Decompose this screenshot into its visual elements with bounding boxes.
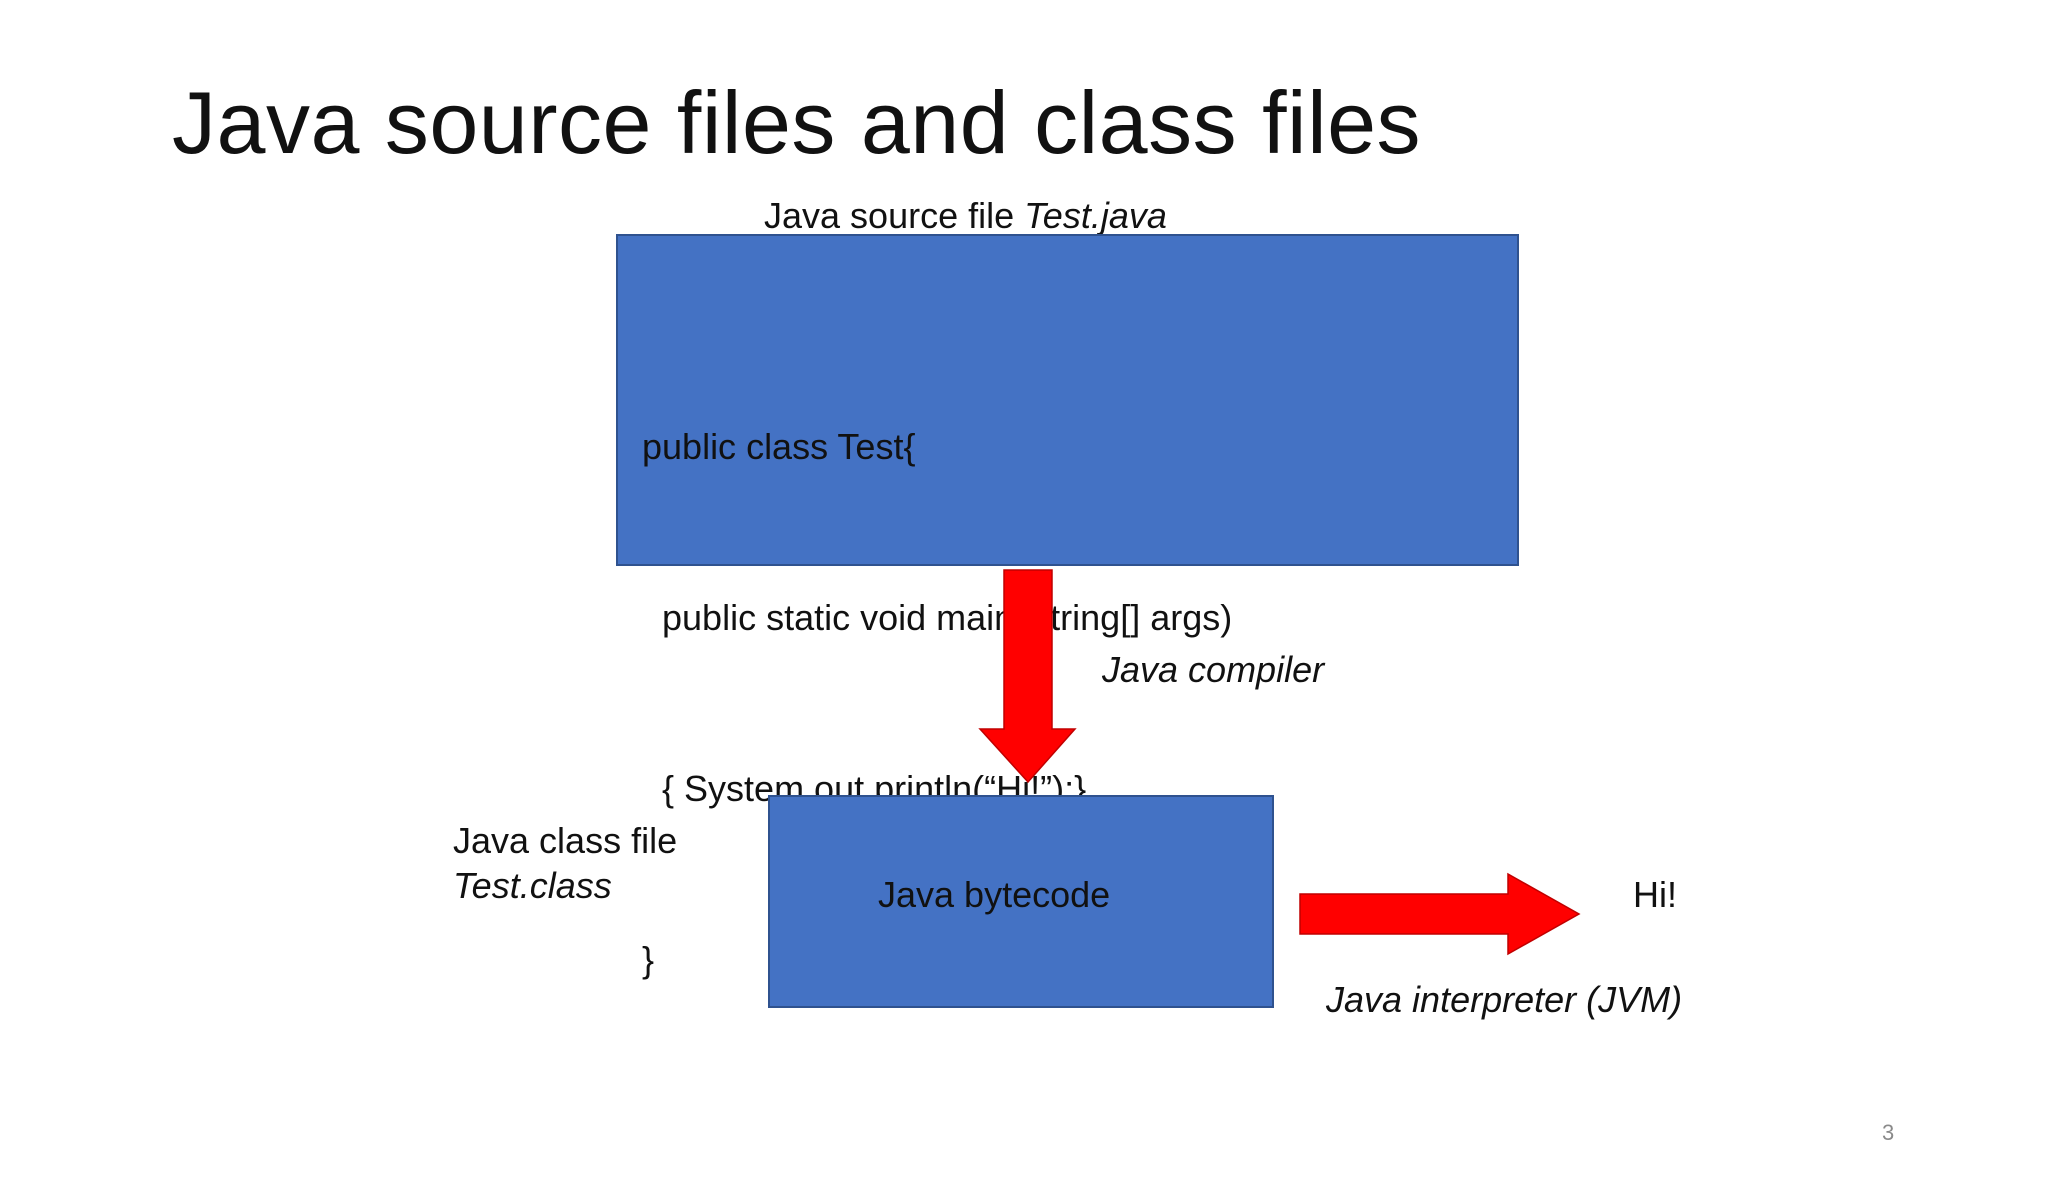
bytecode-label: Java bytecode [878,874,1111,915]
compiler-label: Java compiler [1102,649,1325,690]
source-file-name: Test.java [1024,195,1167,236]
interpreter-label: Java interpreter (JVM) [1326,979,1683,1020]
class-file-name: Test.class [453,865,612,906]
bytecode-box [768,795,1274,1008]
program-output: Hi! [1633,874,1677,915]
page-number: 3 [1882,1120,1895,1145]
slide-title: Java source files and class files [172,73,1422,172]
code-line: public class Test{ [642,426,916,467]
class-file-label: Java class file Test.class [453,818,677,908]
code-line: } [642,939,655,980]
interpreter-arrow [1299,872,1581,956]
class-file-label-text: Java class file [453,820,678,861]
source-file-label-text: Java source file [764,195,1025,236]
source-code-box [616,234,1519,566]
source-file-label: Java source file Test.java [764,193,1167,238]
compiler-arrow [978,569,1077,784]
